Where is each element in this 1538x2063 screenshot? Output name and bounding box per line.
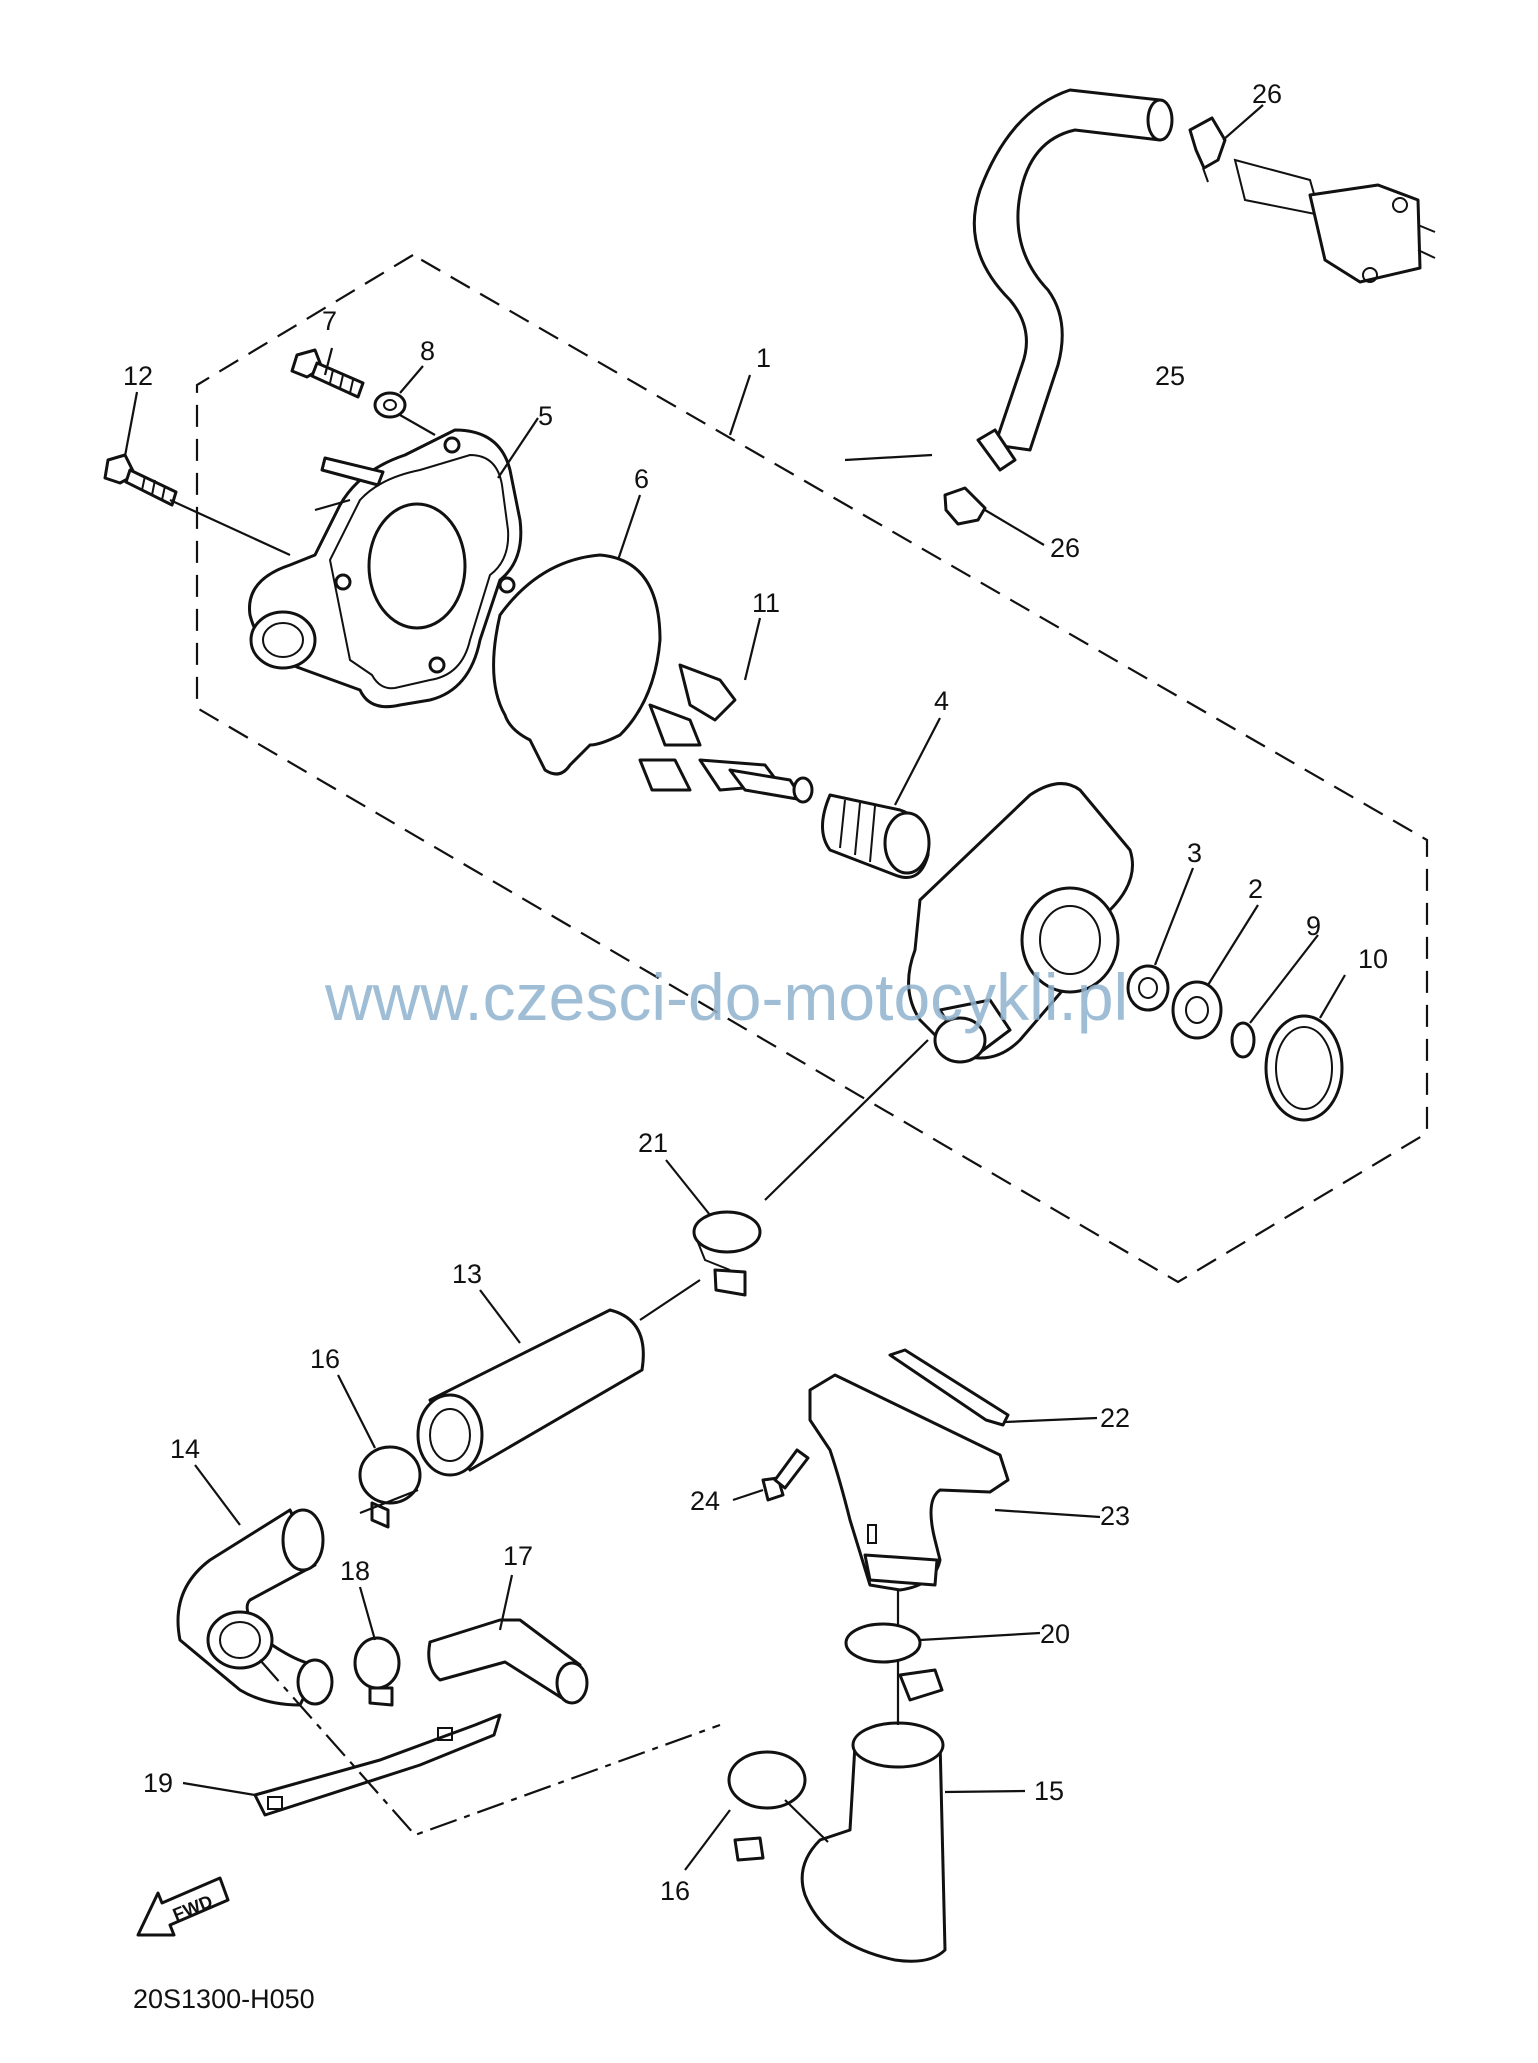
callout-19: 19 bbox=[143, 1768, 173, 1798]
diagram-code: 20S1300-H050 bbox=[133, 1984, 315, 2014]
part-2-bearing[interactable] bbox=[1171, 980, 1223, 1040]
part-16-clamp-upper[interactable] bbox=[358, 1445, 422, 1529]
callout-9: 9 bbox=[1306, 911, 1321, 941]
callout-21: 21 bbox=[638, 1128, 668, 1158]
callout-10: 10 bbox=[1358, 944, 1388, 974]
callout-8: 8 bbox=[420, 336, 435, 366]
part-16-clamp-lower[interactable] bbox=[727, 1750, 807, 1862]
callout-12: 12 bbox=[123, 361, 153, 391]
callout-3: 3 bbox=[1187, 838, 1202, 868]
part-4-seal[interactable] bbox=[821, 793, 931, 879]
part-13-hose[interactable] bbox=[416, 1308, 645, 1477]
callout-6: 6 bbox=[634, 464, 649, 494]
part-20-clamp[interactable] bbox=[844, 1622, 944, 1702]
part-10-o-ring[interactable] bbox=[1264, 1014, 1344, 1122]
callout-26-lower: 26 bbox=[1050, 533, 1080, 563]
part-7-bolt[interactable] bbox=[290, 348, 365, 399]
part-14-hose[interactable] bbox=[176, 1508, 334, 1707]
part-15-hose[interactable] bbox=[800, 1721, 947, 1963]
assembly-boundary bbox=[195, 253, 1429, 1284]
part-24-bolt[interactable] bbox=[761, 1448, 810, 1502]
connection-lines bbox=[169, 414, 929, 1843]
part-21-clamp[interactable] bbox=[692, 1210, 762, 1297]
part-26-clip-lower[interactable] bbox=[943, 486, 987, 526]
leader-lines bbox=[123, 104, 1346, 1871]
engine-fitting bbox=[1233, 158, 1436, 284]
part-5-pump-cover[interactable] bbox=[248, 428, 523, 709]
callout-11: 11 bbox=[752, 588, 780, 618]
callout-5: 5 bbox=[538, 401, 553, 431]
part-6-gasket[interactable] bbox=[492, 553, 662, 776]
part-8-washer[interactable] bbox=[373, 391, 407, 419]
callout-17: 17 bbox=[503, 1541, 533, 1571]
callout-23: 23 bbox=[1100, 1501, 1130, 1531]
callout-18: 18 bbox=[340, 1556, 370, 1586]
part-26-clip-upper[interactable] bbox=[1188, 116, 1227, 183]
callout-22: 22 bbox=[1100, 1403, 1130, 1433]
part-19-bracket[interactable] bbox=[253, 1713, 502, 1817]
callout-14: 14 bbox=[170, 1434, 200, 1464]
watermark-text: www.czesci-do-motocykli.pl bbox=[324, 960, 1128, 1034]
callout-1: 1 bbox=[756, 343, 771, 373]
fwd-arrow: FWD bbox=[136, 1876, 230, 1937]
callout-labels: 1 2 3 4 5 6 7 8 9 10 11 12 13 14 15 16 1… bbox=[123, 79, 1388, 1906]
callout-24: 24 bbox=[690, 1486, 720, 1516]
callout-16-lower: 16 bbox=[660, 1876, 690, 1906]
part-18-clamp[interactable] bbox=[353, 1636, 401, 1707]
callout-25: 25 bbox=[1155, 361, 1185, 391]
callout-13: 13 bbox=[452, 1259, 482, 1289]
pump-housing bbox=[907, 782, 1134, 1064]
callout-20: 20 bbox=[1040, 1619, 1070, 1649]
callout-4: 4 bbox=[934, 686, 949, 716]
callout-7: 7 bbox=[322, 306, 337, 336]
part-9-circlip[interactable] bbox=[1230, 1021, 1256, 1059]
part-22-gasket[interactable] bbox=[888, 1348, 1010, 1427]
part-23-thermostat-cover[interactable] bbox=[808, 1373, 1010, 1592]
callout-26-upper: 26 bbox=[1252, 79, 1282, 109]
part-17-hose[interactable] bbox=[427, 1618, 589, 1705]
callout-2: 2 bbox=[1248, 874, 1263, 904]
callout-15: 15 bbox=[1034, 1776, 1064, 1806]
callout-16-upper: 16 bbox=[310, 1344, 340, 1374]
part-12-bolt[interactable] bbox=[103, 453, 178, 507]
part-11-impeller[interactable] bbox=[638, 663, 814, 804]
part-25-hose[interactable] bbox=[972, 88, 1174, 472]
part-3-bearing[interactable] bbox=[1126, 964, 1170, 1012]
